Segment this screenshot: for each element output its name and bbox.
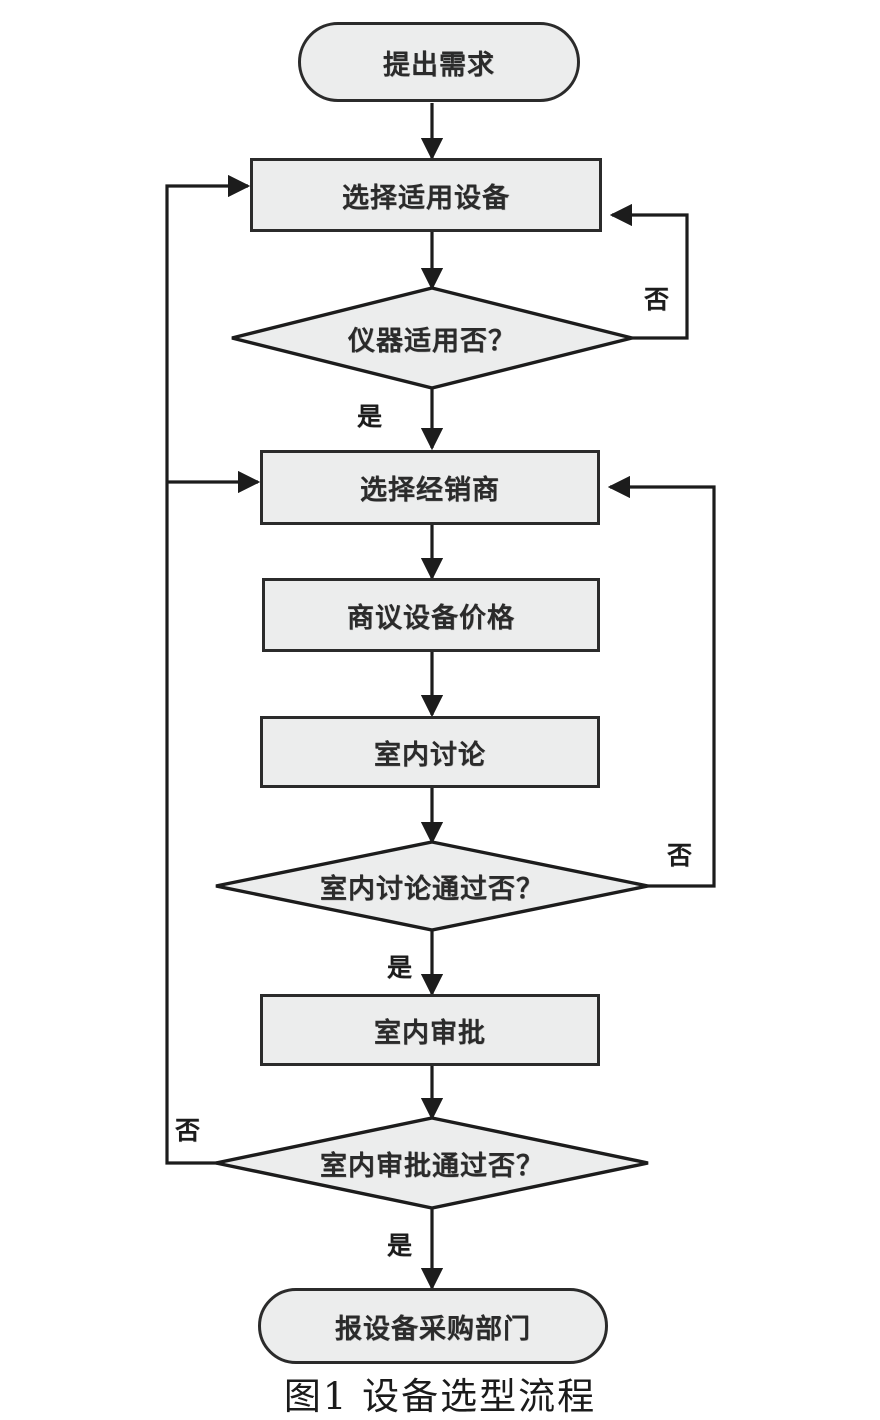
decision-equipment-shape bbox=[231, 286, 633, 390]
edge-label-approval-no: 否 bbox=[175, 1116, 201, 1145]
node-start[interactable]: 提出需求 bbox=[298, 22, 580, 102]
decision-discussion-shape bbox=[215, 840, 649, 932]
node-negotiate-price[interactable]: 商议设备价格 bbox=[262, 578, 600, 652]
edge-label-equipment-no: 否 bbox=[644, 285, 670, 314]
edge-label-approval-yes: 是 bbox=[387, 1231, 413, 1260]
edge-label-discussion-no: 否 bbox=[667, 841, 693, 870]
edge-decision-discussion-no bbox=[607, 475, 716, 888]
decision-approval-shape bbox=[215, 1116, 649, 1210]
node-internal-approval[interactable]: 室内审批 bbox=[260, 994, 600, 1066]
node-end[interactable]: 报设备采购部门 bbox=[258, 1288, 608, 1364]
edge-label-equipment-yes: 是 bbox=[357, 402, 383, 431]
node-internal-discussion[interactable]: 室内讨论 bbox=[260, 716, 600, 788]
edge-label-discussion-yes: 是 bbox=[387, 953, 413, 982]
figure-caption: 图1 设备选型流程 bbox=[283, 1375, 597, 1418]
node-select-equipment[interactable]: 选择适用设备 bbox=[250, 158, 602, 232]
edge-decision-equipment-no bbox=[609, 203, 689, 340]
node-select-dealer[interactable]: 选择经销商 bbox=[260, 450, 600, 525]
edge-decision-approval-no bbox=[165, 174, 251, 1165]
